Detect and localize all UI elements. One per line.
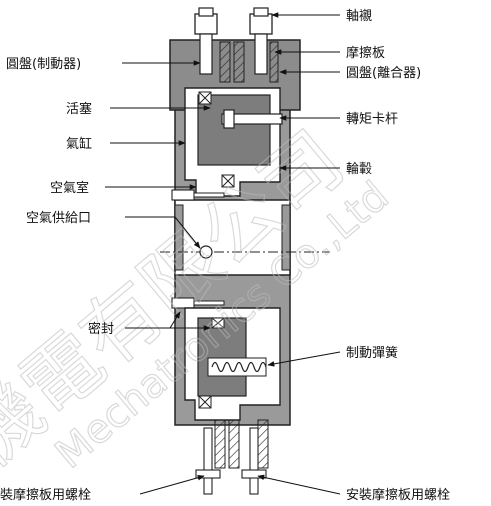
leader-lines [105,12,341,495]
label-air-inlet: 空氣供給口 [26,211,91,226]
brake-spring [207,357,267,377]
friction-plates-bottom [195,419,269,495]
shaft-sleeve-top [194,7,273,75]
label-mount-bolt-right: 安裝摩擦板用螺栓 [346,487,450,503]
hub [160,189,330,309]
labels: 軸襯 圓盤(制動器) 摩擦板 圓盤(離合器) 活塞 轉矩卡杆 氣缸 輪轂 空氣室… [0,8,450,503]
label-hub: 輪轂 [346,161,372,177]
label-brake-spring: 制動彈簧 [346,345,398,361]
label-air-chamber: 空氣室 [50,180,89,196]
label-seal: 密封 [88,321,114,337]
label-disc-brake: 圓盤(制動器) [6,57,81,72]
label-cylinder: 氣缸 [66,136,92,152]
label-mount-bolt-left: 裝摩擦板用螺栓 [0,487,91,503]
label-friction-plate: 摩擦板 [346,45,385,61]
label-shaft-sleeve: 軸襯 [346,8,372,24]
label-disc-clutch: 圓盤(離合器) [346,66,421,81]
friction-plates-top [219,41,279,83]
label-piston: 活塞 [66,101,92,117]
label-torque-arm: 轉矩卡杆 [346,112,398,127]
cylinder-cavity [184,87,283,197]
